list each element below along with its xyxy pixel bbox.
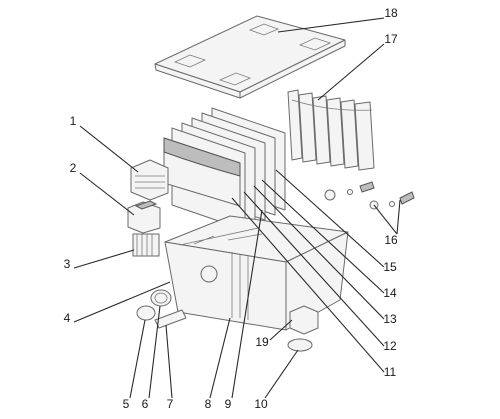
- callout-label-18: 18: [384, 6, 398, 20]
- callout-label-17: 17: [384, 32, 398, 46]
- small-fittings: [324, 181, 415, 210]
- filter-cartridges: [163, 107, 286, 231]
- callout-label-1: 1: [70, 114, 77, 128]
- leader-line-19: [269, 319, 293, 341]
- callout-label-9: 9: [225, 397, 232, 411]
- leader-line-12: [243, 191, 385, 347]
- grid: [132, 233, 160, 257]
- leader-line-11: [231, 197, 385, 373]
- leader-line-8: [209, 317, 231, 399]
- leader-line-18: [277, 17, 385, 33]
- callout-label-13: 13: [383, 312, 397, 326]
- impeller-parts: [287, 305, 319, 352]
- callout-label-14: 14: [383, 286, 397, 300]
- leader-line-10: [264, 349, 299, 399]
- leader-line-15: [275, 169, 385, 268]
- media-bags: [287, 89, 375, 171]
- callout-label-12: 12: [383, 339, 397, 353]
- sponge: [130, 159, 169, 201]
- leader-line-7: [165, 324, 173, 399]
- leader-line-16: [396, 199, 401, 235]
- filter-housing: [164, 215, 349, 331]
- leader-line-4: [73, 281, 171, 323]
- callout-label-5: 5: [123, 397, 130, 411]
- callout-label-2: 2: [70, 161, 77, 175]
- callout-label-8: 8: [205, 397, 212, 411]
- leader-line-5: [129, 319, 146, 399]
- callout-label-3: 3: [64, 257, 71, 271]
- leader-line-16: [373, 204, 398, 235]
- leader-line-13: [253, 185, 385, 320]
- callout-label-10: 10: [254, 397, 268, 411]
- callout-label-4: 4: [64, 311, 71, 325]
- leader-line-9: [231, 209, 263, 399]
- leader-line-17: [317, 43, 385, 101]
- callout-label-19: 19: [255, 335, 269, 349]
- lid: [154, 15, 346, 99]
- leader-lines: [73, 17, 401, 399]
- callout-label-6: 6: [142, 397, 149, 411]
- callout-label-16: 16: [384, 233, 398, 247]
- leader-line-14: [261, 179, 385, 294]
- leader-line-3: [73, 249, 135, 269]
- leader-line-6: [148, 305, 161, 399]
- leader-line-2: [79, 172, 135, 216]
- sponge-holder: [127, 200, 161, 234]
- callout-label-7: 7: [167, 397, 174, 411]
- callout-label-15: 15: [383, 260, 397, 274]
- callout-label-11: 11: [384, 365, 397, 379]
- leader-line-1: [79, 125, 139, 173]
